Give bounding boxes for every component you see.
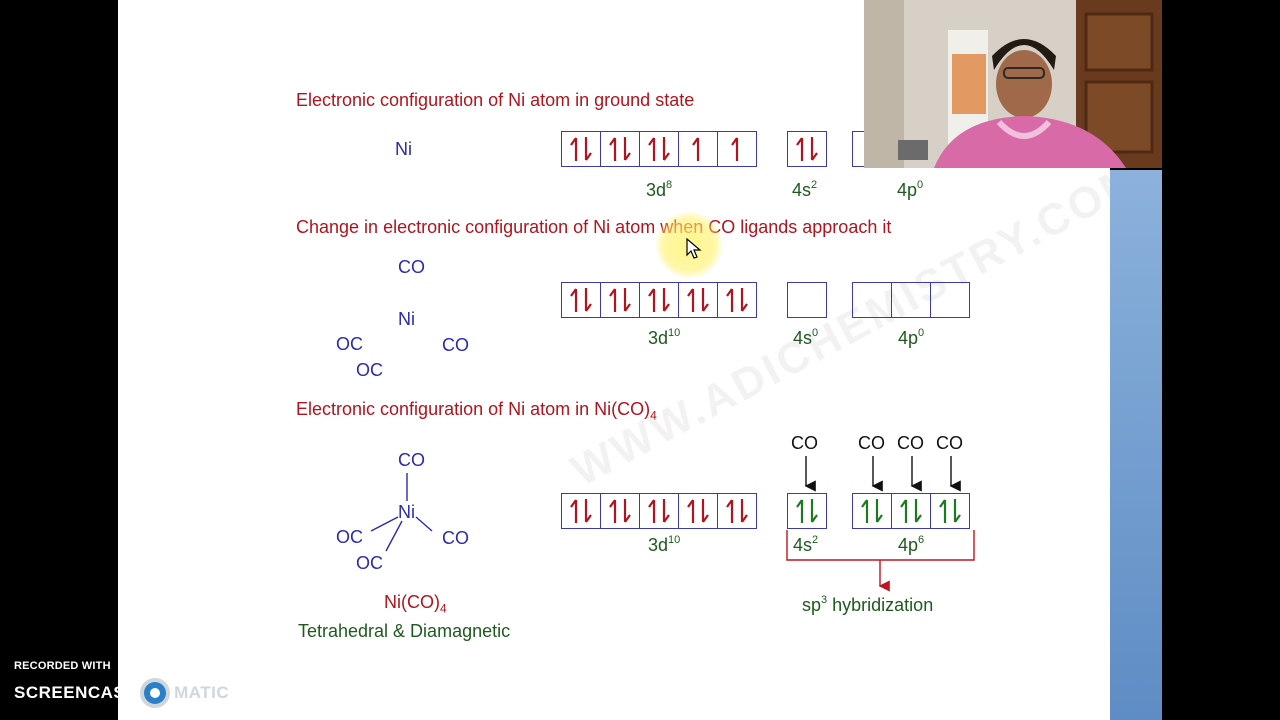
- donor-arrows: [804, 456, 961, 492]
- orbital-box-up: [717, 131, 757, 167]
- orbital-box-pair: [639, 282, 678, 318]
- orbital-3d-row-2: [561, 282, 757, 318]
- ligand-top-2: CO: [398, 257, 425, 277]
- ligand-left-3: OC: [336, 527, 363, 547]
- donor-co-2: CO: [858, 433, 885, 453]
- formula-nico4: Ni(CO)4: [384, 592, 447, 616]
- metal-ni-2: Ni: [398, 309, 415, 329]
- ni-atom-label: Ni: [395, 139, 412, 159]
- label-4s-1: 4s2: [792, 179, 818, 200]
- ligand-bottom-2: OC: [356, 360, 383, 380]
- label-4p-3: 4p6: [898, 534, 925, 555]
- ligand-left-2: OC: [336, 334, 363, 354]
- mouse-pointer-icon: [686, 238, 702, 259]
- orbital-box-pair: [639, 131, 678, 167]
- slide-side-panel: [1110, 170, 1162, 720]
- heading-ground-state: Electronic configuration of Ni atom in g…: [296, 90, 695, 110]
- orbital-box-pair: [600, 493, 639, 529]
- orbital-box-empty: [930, 282, 970, 318]
- orbital-4s-row-3: [787, 493, 827, 529]
- label-4s-3: 4s2: [793, 534, 819, 555]
- screencast-o-matic-logo-icon: [140, 678, 171, 708]
- orbital-box-pair: [600, 131, 639, 167]
- brand-screencast: SCREENCAST: [14, 683, 137, 702]
- orbital-box-pair: [600, 282, 639, 318]
- orbital-box-empty: [891, 282, 930, 318]
- orbital-4p-row-2: [852, 282, 970, 318]
- webcam-overlay: [864, 0, 1162, 168]
- label-4p-1: 4p0: [897, 179, 924, 200]
- orbital-box-gpair: [891, 493, 930, 529]
- ligand-top-3: CO: [398, 450, 425, 470]
- orbital-box-pair: [678, 493, 717, 529]
- tetrahedral-bonds: [370, 473, 433, 552]
- orbital-4s-row-1: [787, 131, 827, 167]
- label-3d-2: 3d10: [648, 327, 681, 348]
- orbital-4s-row-2: [787, 282, 827, 318]
- orbital-4p-row-3: [852, 493, 970, 529]
- orbital-box-empty: [787, 282, 827, 318]
- orbital-box-gpair: [787, 493, 827, 529]
- orbital-3d-row-3: [561, 493, 757, 529]
- orbital-box-pair: [561, 131, 600, 167]
- donor-co-4: CO: [936, 433, 963, 453]
- orbital-box-pair: [678, 282, 717, 318]
- orbital-box-pair: [561, 282, 600, 318]
- label-3d-3: 3d10: [648, 534, 681, 555]
- orbital-box-empty: [852, 282, 891, 318]
- label-4p-2: 4p0: [898, 327, 925, 348]
- donor-co-1: CO: [791, 433, 818, 453]
- donor-co-3: CO: [897, 433, 924, 453]
- screencast-o-matic-watermark: RECORDED WITH SCREENCAST MATIC: [14, 660, 229, 710]
- orbital-box-pair: [639, 493, 678, 529]
- orbital-box-pair: [717, 282, 757, 318]
- ligand-right-2: CO: [442, 335, 469, 355]
- orbital-box-gpair: [852, 493, 891, 529]
- label-4s-2: 4s0: [793, 327, 819, 348]
- orbital-box-gpair: [930, 493, 970, 529]
- presenter-video: [864, 0, 1162, 168]
- orbital-box-up: [678, 131, 717, 167]
- brand-matic: MATIC: [174, 683, 230, 702]
- label-3d-1: 3d8: [646, 179, 673, 200]
- ligand-bottom-3: OC: [356, 553, 383, 573]
- geometry-label: Tetrahedral & Diamagnetic: [298, 621, 511, 641]
- orbital-box-pair: [717, 493, 757, 529]
- ligand-right-3: CO: [442, 528, 469, 548]
- hybridization-label: sp3 hybridization: [802, 594, 934, 615]
- heading-nico4: Electronic configuration of Ni atom in N…: [296, 399, 657, 423]
- orbital-box-pair: [561, 493, 600, 529]
- orbital-3d-row-1: [561, 131, 757, 167]
- hybridization-bracket: [786, 530, 975, 592]
- orbital-box-pair: [787, 131, 827, 167]
- watermark: WWW.ADICHEMISTRY.COM: [563, 153, 1110, 496]
- heading-co-approach: Change in electronic configuration of Ni…: [296, 217, 892, 237]
- metal-ni-3: Ni: [398, 502, 415, 522]
- recorded-with-label: RECORDED WITH: [14, 660, 111, 672]
